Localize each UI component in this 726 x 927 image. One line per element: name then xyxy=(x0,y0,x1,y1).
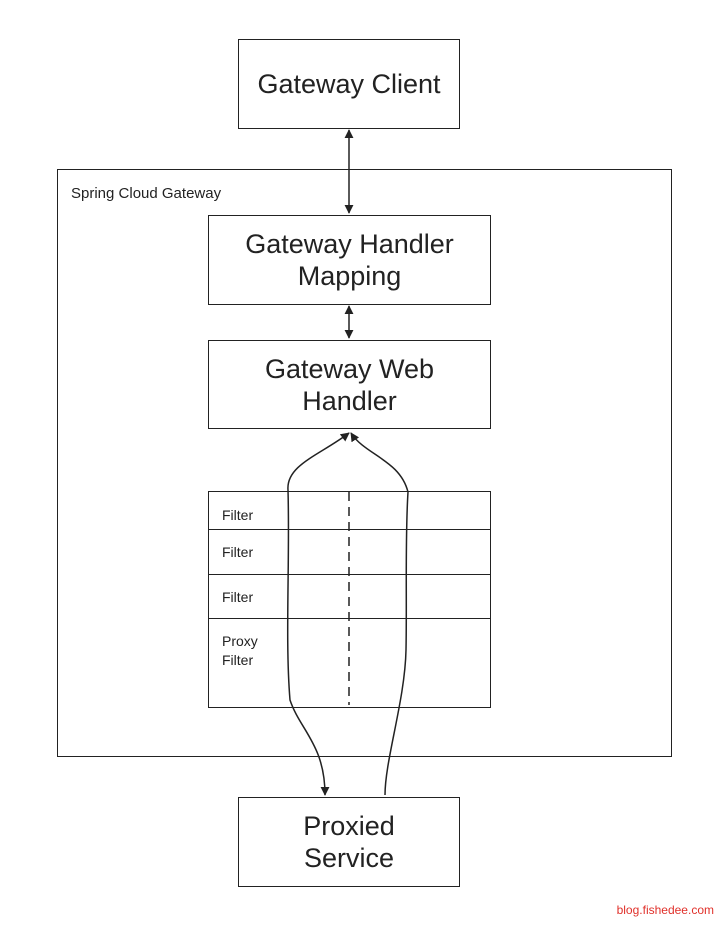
gateway-handler-mapping-label: Gateway Handler Mapping xyxy=(245,229,454,291)
gateway-client-label: Gateway Client xyxy=(257,69,441,99)
proxy-filter-label: Proxy Filter xyxy=(222,633,258,668)
proxied-service-label: Proxied Service xyxy=(303,811,395,873)
gateway-client-box: Gateway Client xyxy=(238,39,460,129)
filter-label: Filter xyxy=(222,507,254,523)
spring-cloud-gateway-label: Spring Cloud Gateway xyxy=(71,185,222,202)
watermark: blog.fishedee.com xyxy=(616,903,714,917)
gateway-handler-mapping-box: Gateway Handler Mapping xyxy=(208,215,491,305)
gateway-web-handler-box: Gateway Web Handler xyxy=(208,340,491,429)
filter-label: Filter xyxy=(222,589,254,605)
response-flow-arrow xyxy=(350,432,409,796)
proxied-service-box: Proxied Service xyxy=(238,797,460,887)
filter-label: Filter xyxy=(222,544,254,560)
request-flow-arrow xyxy=(286,432,350,796)
gateway-web-handler-label: Gateway Web Handler xyxy=(264,353,435,416)
spring-cloud-gateway-container: Spring Cloud Gateway xyxy=(57,169,672,757)
